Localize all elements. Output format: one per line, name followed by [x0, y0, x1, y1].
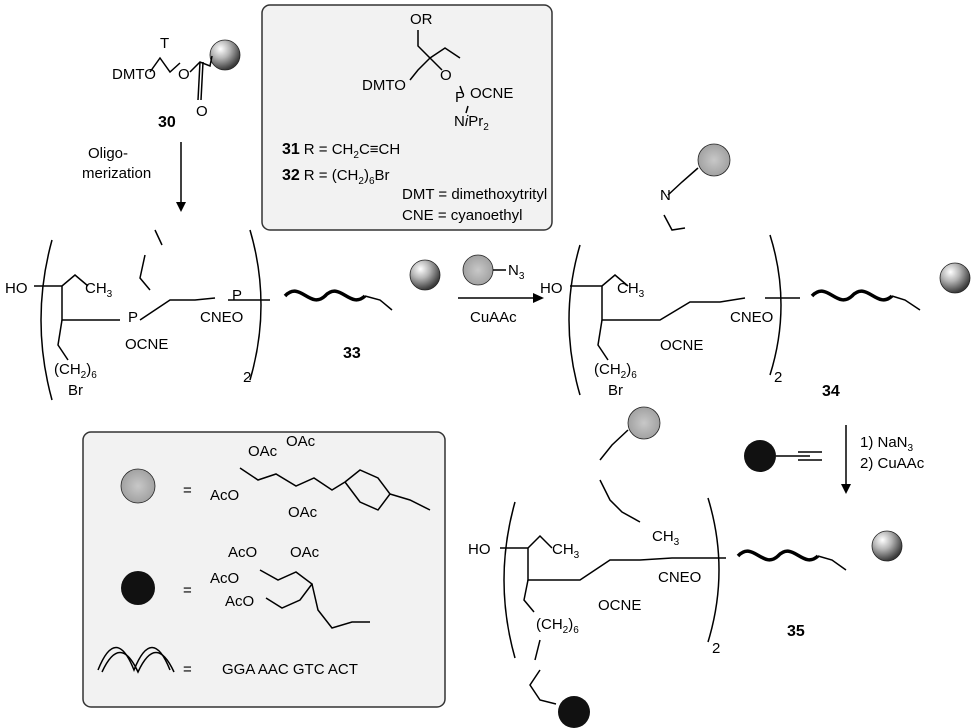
equals-sign-glycan: = — [183, 482, 192, 499]
step-1-label: 1) NaN3 — [860, 434, 914, 454]
label-br: Br — [608, 382, 623, 399]
oligo-wave-symbol — [97, 647, 171, 673]
label-ocne1: OCNE — [125, 336, 168, 353]
multiplier-2: 2 — [712, 640, 720, 657]
compound-number-35: 35 — [787, 623, 805, 640]
label-p2: P — [232, 287, 242, 304]
cne-definition: CNE = cyanoethyl — [402, 207, 522, 224]
label-ch3: CH3 — [85, 280, 113, 300]
grey-glycan-sphere — [120, 468, 156, 504]
right-paren — [769, 234, 782, 376]
left-paren — [503, 501, 516, 659]
label-dmto: DMTO — [362, 77, 406, 94]
aco-2: AcO — [228, 544, 257, 561]
compound-30: T DMTO O O 30 — [112, 35, 241, 131]
label-p1: P — [128, 309, 138, 326]
label-ch3-upper: CH3 — [652, 528, 680, 548]
oac-1: OAc — [248, 443, 278, 460]
label-or: OR — [410, 11, 433, 28]
black-mannose-sphere — [121, 571, 155, 605]
label-n: NiPr2 — [454, 113, 489, 133]
reaction-arrow-nan3-cuaac: 1) NaN3 2) CuAAc — [744, 425, 925, 494]
label-ch2: (CH2)6 — [594, 361, 637, 381]
label-ocne: OCNE — [470, 85, 513, 102]
oligomerization-arrow: Oligo- merization — [82, 142, 186, 212]
oac-3: OAc — [288, 504, 318, 521]
label-o-carbonyl: O — [196, 103, 208, 120]
label-cneo: CNEO — [200, 309, 243, 326]
label-ocne: OCNE — [660, 337, 703, 354]
label-ch2: (CH2)6 — [54, 361, 97, 381]
compound-34: N HO CH3 OCNE CNEO (CH2)6 Br 2 34 — [540, 143, 971, 400]
left-paren — [568, 244, 581, 396]
label-ocne: OCNE — [598, 597, 641, 614]
label-cneo: CNEO — [658, 569, 701, 586]
compound-35: HO CH3 CH3 OCNE CNEO (CH2)6 2 35 — [468, 406, 903, 728]
label-ho: HO — [5, 280, 28, 297]
grey-glycan-sphere — [697, 143, 731, 177]
multiplier-2: 2 — [774, 369, 782, 386]
label-ho: HO — [540, 280, 563, 297]
label-o: O — [440, 67, 452, 84]
black-mannose-sphere — [558, 696, 590, 728]
oac-2: OAc — [286, 433, 316, 450]
aco-4: AcO — [225, 593, 254, 610]
label-n-triazole: N — [660, 187, 671, 204]
label-ho: HO — [468, 541, 491, 558]
solid-support-sphere — [209, 39, 241, 71]
grey-glycan-sphere — [462, 254, 494, 286]
left-paren — [40, 239, 53, 401]
cuaac-label: CuAAc — [470, 309, 517, 326]
right-paren — [707, 497, 720, 643]
oac-4: OAc — [290, 544, 320, 561]
label-o-ring: O — [178, 66, 190, 83]
azide-label: N3 — [508, 262, 525, 282]
legend-box: = OAc OAc AcO OAc = AcO OAc AcO AcO = GG… — [82, 431, 446, 708]
compound-number-30: 30 — [158, 114, 176, 131]
label-ch3: CH3 — [617, 280, 645, 300]
aco-1: AcO — [210, 487, 239, 504]
oligo-label: Oligo- — [88, 145, 128, 162]
solid-support-sphere — [409, 259, 441, 291]
label-br: Br — [68, 382, 83, 399]
dmt-definition: DMT = dimethoxytrityl — [402, 186, 547, 203]
right-paren — [249, 229, 262, 381]
label-p: P — [455, 89, 465, 106]
label-ch3: CH3 — [552, 541, 580, 561]
merization-label: merization — [82, 165, 151, 182]
compound-number-33: 33 — [343, 345, 361, 362]
multiplier-2: 2 — [243, 369, 251, 386]
equals-sign-oligo: = — [183, 661, 192, 678]
grey-glycan-sphere — [627, 406, 661, 440]
black-mannose-sphere — [744, 440, 776, 472]
label-ch2: (CH2)6 — [536, 616, 579, 636]
label-cneo: CNEO — [730, 309, 773, 326]
legend-box-frame — [82, 431, 446, 708]
reaction-arrow-cuaac: N3 CuAAc — [458, 254, 544, 326]
solid-support-sphere — [871, 530, 903, 562]
solid-support-sphere — [939, 262, 971, 294]
compound-33: HO CH3 P OCNE (CH2)6 Br P CNEO 2 33 — [5, 229, 441, 401]
equals-sign-mannose: = — [183, 582, 192, 599]
oligo-sequence: GGA AAC GTC ACT — [222, 661, 358, 678]
step-2-label: 2) CuAAc — [860, 455, 925, 472]
label-t: T — [160, 35, 169, 52]
label-dmto: DMTO — [112, 66, 156, 83]
compound-number-34: 34 — [822, 383, 840, 400]
aco-3: AcO — [210, 570, 239, 587]
reagent-box-frame — [261, 4, 553, 231]
